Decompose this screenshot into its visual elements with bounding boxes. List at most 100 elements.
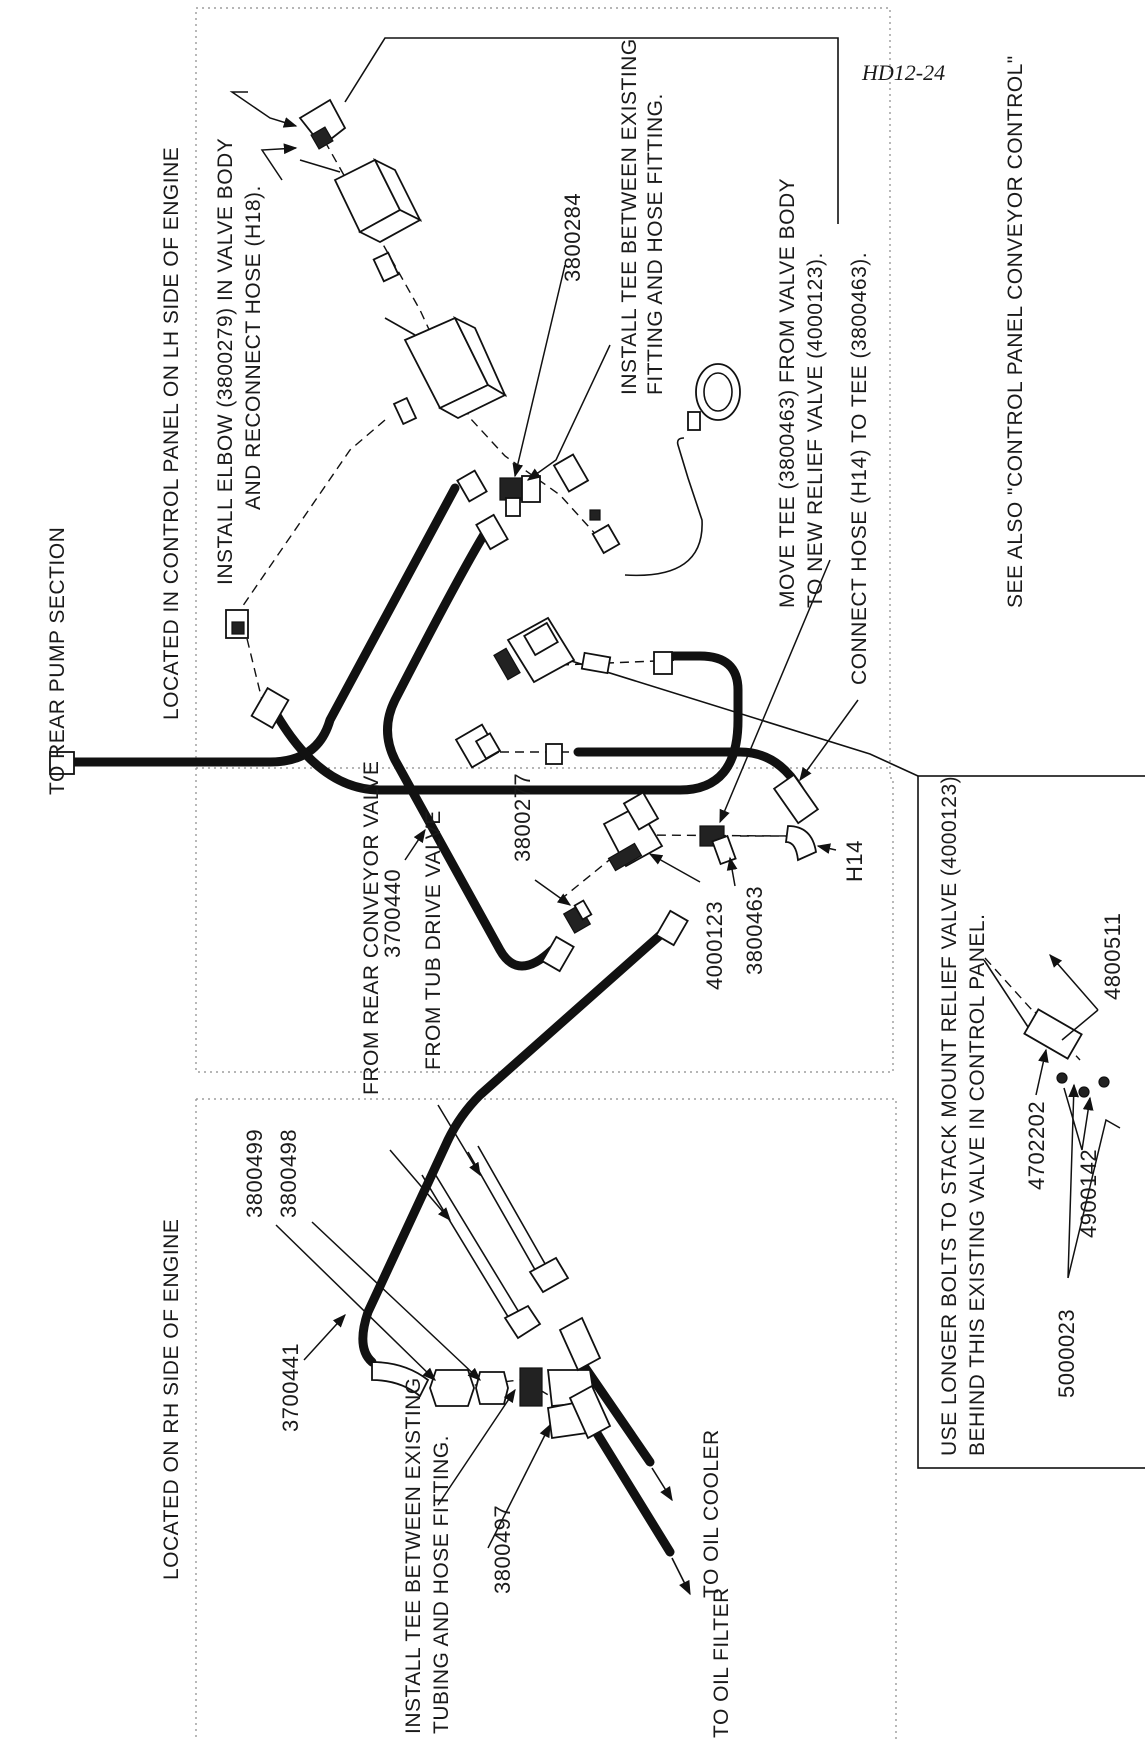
label-rear-pump: TO REAR PUMP SECTION [46,527,69,795]
rear-pump-fitting [49,751,75,775]
centerline-valve-stack [309,114,609,549]
gauge-line [624,437,703,577]
label-3800497: 3800497 [490,1505,515,1594]
label-4000123: 4000123 [702,901,727,990]
leader-connect-hose [799,699,859,782]
leader-4702202 [1035,1048,1049,1096]
label-from-tub-drive: FROM TUB DRIVE VALVE [422,810,445,1070]
arrow-to-oil-filter [671,1557,691,1596]
label-3700441: 3700441 [278,1343,303,1432]
leader-from-rear-conveyor [389,1149,451,1222]
lower-solenoid-fitting [545,743,563,765]
label-to-oil-filter: TO OIL FILTER [710,1587,733,1738]
cooler-hose-fitting [558,1316,602,1372]
leader-3800277 [534,879,572,906]
leader-3700441 [303,1314,346,1361]
bolt-kit-parts [983,959,1110,1098]
upper-valve-body [299,157,423,244]
hose-3700440-top-end [475,513,509,551]
elbow-3800279 [298,98,347,150]
tubing-from-rear-conveyor [421,1168,521,1321]
figure-ref: HD12-24 [861,60,945,85]
arrow-to-oil-cooler [651,1467,673,1502]
hose-end-elbow [456,469,488,503]
valve-fitting [372,251,400,283]
label-elbow-note-2: AND RECONNECT HOSE (H18). [242,185,265,510]
label-3800499: 3800499 [242,1129,267,1218]
label-4800511: 4800511 [1100,912,1125,1000]
label-3800498: 3800498 [276,1129,301,1218]
lower-valve-fitting [392,396,418,426]
fitting-3800277 [562,899,593,934]
centerline-panel-left [239,419,386,701]
label-install-tee-bottom-2: TUBING AND HOSE FITTING. [430,1435,453,1734]
label-install-tee-bottom-1: INSTALL TEE BETWEEN EXISTING [402,1377,425,1734]
bolt-callout-box [917,775,1145,1469]
pressure-gauge [687,363,741,431]
panel-tee-fitting [225,609,249,639]
hose-3700441 [358,917,680,1367]
leader-5000023 [1068,1085,1121,1279]
hose-upper-loop [270,651,743,795]
label-3700440: 3700440 [380,869,405,958]
leader-3800497 [487,1423,551,1549]
lower-valve-body [384,315,507,420]
label-from-rear-conveyor: FROM REAR CONVEYOR VALVE [360,761,383,1095]
label-3800463: 3800463 [742,886,767,975]
label-move-tee-1: MOVE TEE (3800463) FROM VALVE BODY [776,178,799,608]
centerline-relief-valve [500,659,800,901]
leader-move-tee [719,559,831,824]
label-rh-side: LOCATED ON RH SIDE OF ENGINE [160,1219,183,1580]
solenoid-fitting-mid [653,651,673,675]
solenoid-valve [493,616,576,684]
leader-3800284 [512,264,566,478]
leader-install-tee-bottom [437,1388,516,1506]
label-connect-hose: CONNECT HOSE (H14) TO TEE (3800463). [848,252,871,685]
tee-3800463 [699,825,737,866]
tee-3800284 [499,475,541,517]
filter-hose-fitting [568,1384,612,1440]
relief-valve-4000123 [602,791,664,872]
hose-to-oil-filter [585,1417,675,1557]
leader-3700440 [404,828,426,861]
label-4702202: 4702202 [1024,1101,1049,1190]
label-tee-note-2: FITTING AND HOSE FITTING. [644,93,667,395]
leader-4000123 [648,853,701,883]
label-to-oil-cooler: TO OIL COOLER [700,1429,723,1598]
hose-3700441-top-end [655,909,689,947]
leader-4800511 [1050,955,1099,1041]
leader-h18 [260,143,298,181]
rear-conveyor-nut [503,1304,542,1340]
label-3800277: 3800277 [510,773,535,862]
rear-pump-elbow [250,686,290,730]
elbow-h14 [772,773,820,862]
label-h14: H14 [842,840,867,882]
tubing-from-tub-drive [467,1145,549,1276]
label-longer-bolts-2: BEHIND THIS EXISTING VALVE IN CONTROL PA… [966,914,989,1456]
label-elbow-note-1: INSTALL ELBOW (3800279) IN VALVE BODY [214,138,237,585]
leader-3800498 [311,1221,481,1381]
label-longer-bolts-1: USE LONGER BOLTS TO STACK MOUNT RELIEF V… [938,776,961,1456]
label-3800284: 3800284 [560,193,585,282]
bolt-callout-leader [519,644,919,777]
hose-h14 [573,747,805,795]
solenoid-fitting-top [580,651,612,675]
lower-solenoid-elbow [454,723,502,769]
label-move-tee-2: TO NEW RELIEF VALVE (4000123). [804,252,827,608]
leader-elbow-note [229,91,298,128]
tub-drive-nut [528,1256,570,1294]
leader-h14 [816,843,837,854]
top-callout-bracket [344,37,839,224]
leader-4900142 [1063,1088,1090,1151]
label-control-panel: LOCATED IN CONTROL PANEL ON LH SIDE OF E… [160,147,183,720]
label-see-also: SEE ALSO "CONTROL PANEL CONVEYOR CONTROL… [1004,55,1027,608]
leader-from-tub-drive [437,1104,481,1177]
label-4900142: 4900142 [1076,1149,1101,1238]
label-tee-note-1: INSTALL TEE BETWEEN EXISTING [618,38,641,395]
leader-tee-note [526,344,611,481]
label-5000023: 5000023 [1054,1309,1079,1398]
leader-3800463 [726,856,738,887]
leader-3800499 [275,1224,436,1381]
gauge-fittings [552,453,621,555]
